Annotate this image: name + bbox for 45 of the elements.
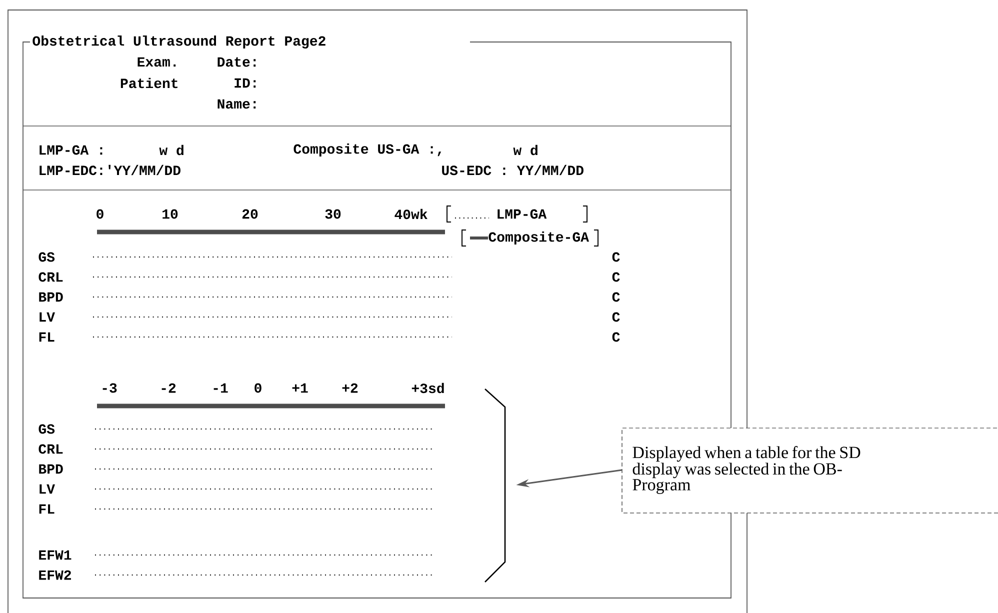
callout-box: Displayed when a table for the SD display was selected in the OB-Program — [622, 428, 998, 514]
scale-label: 20 — [242, 209, 258, 219]
scale-label: -3 — [102, 383, 117, 393]
row-label: CRL — [38, 272, 63, 282]
status-letter: C — [612, 332, 620, 342]
field-label: Exam. — [138, 57, 176, 67]
scale-label: 30 — [325, 209, 341, 219]
row-label: EFW2 — [39, 570, 71, 580]
row-label: BPD — [39, 292, 63, 302]
field-label: US-EDC : YY/MM/DD — [442, 164, 584, 176]
row-label: LV — [40, 312, 55, 322]
field-label: Name: — [218, 99, 256, 109]
scale-label: +3sd — [412, 382, 444, 394]
scale-label: -2 — [162, 383, 176, 393]
row-label: FL — [39, 504, 54, 514]
scale-label: 10 — [162, 209, 178, 219]
field-label: ID: — [234, 78, 256, 88]
status-letter: C — [612, 272, 620, 282]
row-label: GS — [38, 252, 55, 262]
row-label: FL — [39, 332, 54, 342]
field-label: w d — [513, 144, 538, 156]
field-label: LMP-GA : — [40, 145, 102, 155]
scale-label: +2 — [342, 383, 358, 393]
row-label: CRL — [38, 444, 63, 454]
legend-label: Composite-GA — [488, 231, 590, 245]
report-title: Obstetrical Ultrasound Report Page2 — [32, 35, 326, 49]
legend-label: LMP-GA — [498, 209, 547, 219]
scale-label: +1 — [292, 383, 308, 393]
row-label: BPD — [39, 464, 63, 474]
scale-label: 0 — [96, 209, 104, 219]
row-label: GS — [38, 424, 55, 434]
scale-label: 0 — [254, 383, 262, 393]
field-label: Composite US-GA :, — [294, 143, 442, 157]
row-label: LV — [40, 484, 55, 494]
field-label: Patient — [120, 78, 178, 88]
status-letter: C — [612, 312, 620, 322]
scale-label: -1 — [214, 383, 228, 393]
field-label: w d — [159, 144, 184, 156]
bracket — [484, 388, 506, 582]
status-letter: C — [612, 292, 620, 302]
field-label: Date: — [218, 57, 256, 67]
row-label: EFW1 — [39, 550, 72, 560]
scale-label: 40wk — [394, 208, 428, 220]
field-label: LMP-EDC:'YY/MM/DD — [40, 164, 180, 176]
status-letter: C — [612, 252, 620, 262]
